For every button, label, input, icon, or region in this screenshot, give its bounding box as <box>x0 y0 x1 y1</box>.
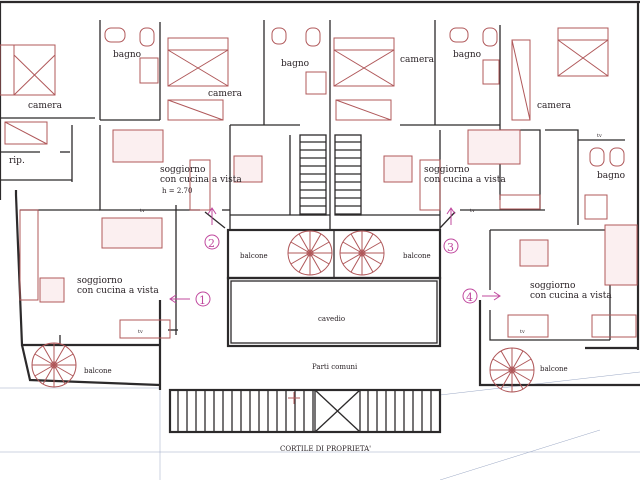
unit-marker-2-number: 2 <box>208 237 215 250</box>
unit-marker-4: 4 <box>462 288 501 304</box>
label-soggiorno-3-line1: soggiorno <box>424 165 469 175</box>
label-tv-5: tv <box>520 329 525 335</box>
label-tv-4: tv <box>597 133 602 139</box>
label-cavedio: cavedio <box>318 315 345 323</box>
unit-marker-2: 2 <box>204 207 220 250</box>
internal-walls <box>0 20 625 348</box>
label-camera-3: camera <box>400 55 435 65</box>
label-bagno-1: bagno <box>113 50 141 60</box>
label-bagno-4: bagno <box>597 171 625 181</box>
room-labels: camera camera camera camera bagno bagno … <box>9 50 625 453</box>
bed-unit-2 <box>167 37 229 87</box>
furniture <box>0 27 638 339</box>
label-tv-3: tv <box>470 208 475 214</box>
unit-marker-3: 3 <box>443 207 459 254</box>
unit-marker-3-number: 3 <box>447 241 454 254</box>
label-balcone-mid2: balcone <box>403 252 431 260</box>
label-soggiorno-1-line2: con cucina a vista <box>77 286 159 296</box>
label-camera-4: camera <box>537 101 572 111</box>
unit-marker-1: 1 <box>169 291 211 307</box>
label-soggiorno-4-line1: soggiorno <box>530 281 575 291</box>
label-camera-2: camera <box>208 89 243 99</box>
stairs-vertical <box>299 134 362 216</box>
label-soggiorno-3-line2: con cucina a vista <box>424 175 506 185</box>
label-tv-2: tv <box>138 329 143 335</box>
label-balcone-right: balcone <box>540 365 568 373</box>
label-soggiorno-2-line1: soggiorno <box>160 165 205 175</box>
label-balcone-mid1: balcone <box>240 252 268 260</box>
spiral-staircases <box>31 230 535 393</box>
stairs-main <box>168 388 442 434</box>
label-soggiorno-2-line2: con cucina a vista <box>160 175 242 185</box>
unit-markers: 1 2 3 4 <box>169 207 501 307</box>
bed-unit-1 <box>0 44 56 96</box>
label-height: h = 2.70 <box>162 187 192 195</box>
label-rip: rip. <box>9 156 25 166</box>
label-parti-comuni: Parti comuni <box>312 363 358 371</box>
background-lines <box>0 371 640 480</box>
label-bagno-2: bagno <box>281 59 309 69</box>
label-camera-1: camera <box>28 101 63 111</box>
label-bagno-3: bagno <box>453 50 481 60</box>
unit-marker-1-number: 1 <box>199 294 206 307</box>
label-cortile: CORTILE DI PROPRIETA' <box>280 445 371 453</box>
label-soggiorno-4-line2: con cucina a vista <box>530 291 612 301</box>
outer-walls <box>0 0 640 390</box>
bed-unit-4 <box>557 27 609 77</box>
unit-marker-4-number: 4 <box>466 291 473 304</box>
bed-unit-3 <box>333 37 395 87</box>
label-soggiorno-1-line1: soggiorno <box>77 276 122 286</box>
label-balcone-left: balcone <box>84 367 112 375</box>
label-tv-1: tv <box>140 208 145 214</box>
